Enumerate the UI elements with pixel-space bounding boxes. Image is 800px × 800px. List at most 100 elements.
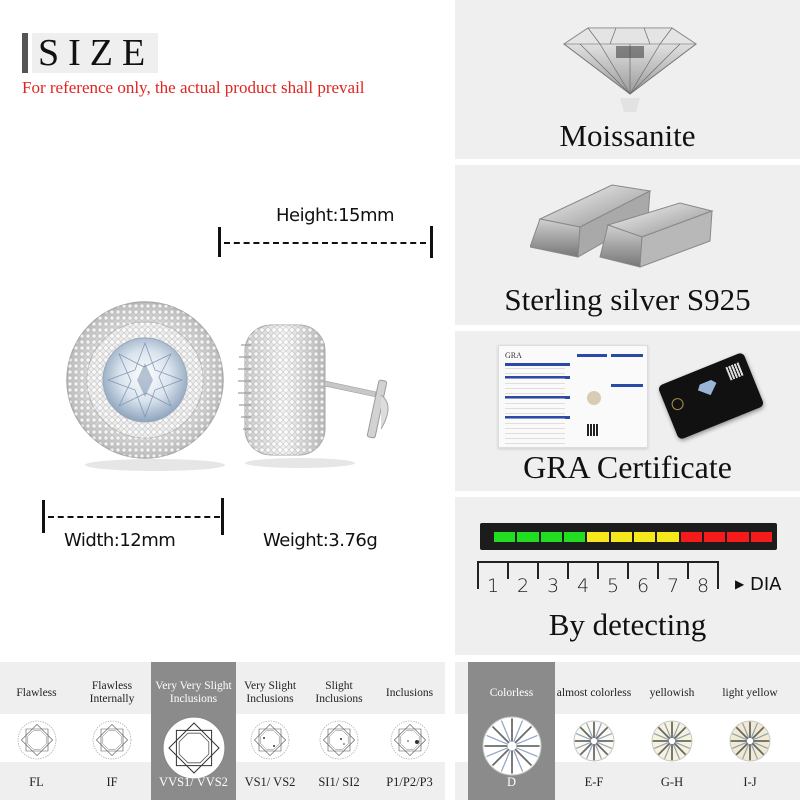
feature-title-sterling-silver: Sterling silver S925 — [504, 282, 751, 317]
feature-title-moissanite: Moissanite — [559, 118, 696, 153]
color-grade-i-j: light yellow I-J — [711, 662, 789, 800]
clarity-diagram-icon — [250, 720, 290, 765]
meter-segment — [587, 531, 609, 542]
width-dim-tick-right — [221, 498, 224, 535]
certificate-document: GRA — [498, 345, 648, 448]
certificate-brand: GRA — [505, 351, 522, 360]
dia-text: DIA — [749, 574, 782, 595]
gem-icon — [651, 720, 693, 767]
meter-segment — [517, 531, 539, 542]
clarity-code: VVS1/ VVS2 — [159, 775, 228, 789]
width-label: Width:12mm — [64, 530, 176, 551]
clarity-label: Flawless Internally — [73, 672, 151, 714]
earring-icon — [66, 301, 389, 471]
scale-number: 4 — [577, 575, 590, 597]
gem-icon — [573, 720, 615, 767]
certificate-card — [657, 351, 765, 441]
scale-number: 7 — [667, 575, 680, 597]
gem-icon — [729, 720, 771, 767]
color-grade-e-f: almost colorless E-F — [555, 662, 633, 800]
clarity-code: VS1/ VS2 — [244, 775, 296, 789]
clarity-code: P1/P2/P3 — [386, 775, 433, 789]
color-grade-d: Colorless D — [468, 662, 555, 800]
feature-title-detecting: By detecting — [548, 607, 707, 642]
clarity-grade-si1-si2: Slight Inclusions SI1/ SI2 — [304, 662, 374, 800]
diamond-icon — [562, 27, 698, 112]
scale-number: 1 — [487, 575, 500, 597]
meter-segment — [610, 531, 632, 542]
clarity-grade-fl: Flawless FL — [0, 662, 73, 800]
scale-tick — [627, 561, 629, 579]
clarity-label-text: Flawless — [16, 686, 57, 699]
clarity-label: Slight Inclusions — [304, 672, 374, 714]
scale-tick — [537, 561, 539, 579]
meter-segment — [657, 531, 679, 542]
scale-tick — [717, 561, 719, 589]
color-label-text: light yellow — [722, 686, 778, 699]
dia-label: ▶ DIA — [735, 574, 781, 595]
meter-segment — [750, 531, 772, 542]
scale-tick — [477, 561, 479, 589]
width-dim-tick-left — [42, 500, 45, 533]
weight-label: Weight:3.76g — [263, 530, 378, 551]
meter-segment — [494, 531, 516, 542]
scale-tick — [567, 561, 569, 579]
color-code: G-H — [660, 775, 684, 789]
clarity-label-text: Inclusions — [385, 686, 434, 699]
clarity-diagram-icon — [390, 720, 430, 765]
scale-number: 8 — [697, 575, 710, 597]
meter-segment — [633, 531, 656, 542]
tester-meter — [480, 523, 777, 550]
clarity-diagram-icon — [92, 720, 132, 765]
scale-number: 5 — [607, 575, 620, 597]
color-label: almost colorless — [555, 672, 633, 714]
clarity-code: IF — [106, 775, 118, 789]
clarity-code: SI1/ SI2 — [318, 775, 360, 789]
color-label-text: yellowish — [649, 686, 695, 699]
size-heading: SIZE — [22, 33, 159, 73]
heading-accent-bar — [22, 33, 28, 73]
size-title: SIZE — [32, 33, 159, 73]
width-dim-line — [48, 516, 220, 518]
meter-segment — [727, 531, 749, 542]
reference-note: For reference only, the actual product s… — [22, 78, 365, 97]
clarity-grade-vvs1-vvs2: Very Very Slight Inclusions VVS1/ VVS2 — [151, 662, 236, 800]
scale-number: 2 — [517, 575, 530, 597]
scale-tick — [507, 561, 509, 579]
clarity-grade-if: Flawless Internally IF — [73, 662, 151, 800]
clarity-label: Inclusions — [374, 672, 445, 714]
color-grade-g-h: yellowish G-H — [633, 662, 711, 800]
clarity-label: Very Very Slight Inclusions — [151, 672, 236, 714]
play-arrow-icon: ▶ — [735, 577, 745, 591]
clarity-code: FL — [29, 775, 44, 789]
clarity-diagram-icon — [17, 720, 57, 765]
clarity-grade-p1-p2-p3: Inclusions P1/P2/P3 — [374, 662, 445, 800]
clarity-label-text: Slight Inclusions — [315, 680, 363, 705]
meter-segment — [680, 531, 702, 542]
gem-icon — [482, 716, 542, 781]
meter-segment — [703, 531, 726, 542]
color-code: I-J — [743, 775, 757, 789]
feature-title-gra-certificate: GRA Certificate — [523, 449, 732, 485]
clarity-label: Flawless — [0, 672, 73, 714]
feature-sterling-silver: Sterling silver S925 — [455, 165, 800, 325]
clarity-grade-vs1-vs2: Very Slight Inclusions VS1/ VS2 — [236, 662, 304, 800]
color-code: E-F — [584, 775, 604, 789]
clarity-label-text: Very Slight Inclusions — [243, 680, 297, 705]
clarity-label-text: Flawless Internally — [89, 680, 135, 705]
scale-tick — [687, 561, 689, 579]
clarity-label: Very Slight Inclusions — [236, 672, 304, 714]
scale-tick — [657, 561, 659, 579]
color-label: Colorless — [468, 672, 555, 714]
color-code: D — [506, 775, 517, 789]
color-label-text: Colorless — [489, 686, 534, 699]
height-label: Height:15mm — [276, 205, 395, 226]
scale-tick — [597, 561, 599, 579]
height-dim-tick-right — [430, 226, 433, 258]
meter-segment — [540, 531, 562, 542]
silver-bars-icon — [530, 184, 714, 268]
meter-segment — [563, 531, 586, 542]
